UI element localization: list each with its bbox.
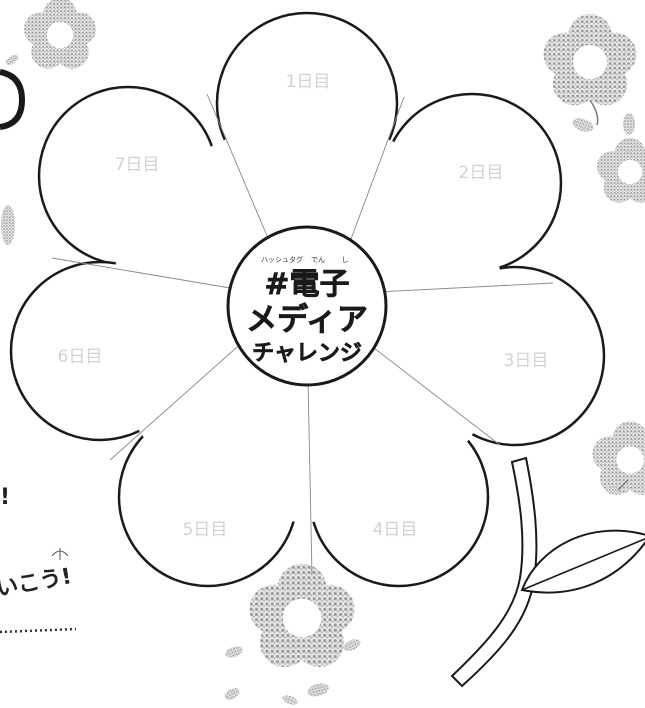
flower-icon: [5, 0, 96, 69]
petal-label-day5: 5日目: [183, 520, 228, 540]
petal-label-day7: 7日目: [115, 155, 160, 175]
center-title-line3: チャレンジ: [252, 341, 362, 366]
petal-label-day4: 4日目: [373, 520, 418, 540]
center-title-line1: #電子: [264, 267, 349, 302]
leaf-icon: [1, 205, 240, 700]
exclaim-text: !: [0, 485, 10, 510]
flower-icon: [225, 563, 361, 705]
flower-icon: [597, 137, 645, 203]
petal-label-day6: 6日目: [58, 347, 103, 367]
petal-label-day1: 1日目: [286, 72, 331, 92]
ikou-text: いこう!: [0, 564, 74, 602]
ruby-hashtag: ハッシュタグ: [261, 255, 303, 264]
ruby-shi: し: [342, 256, 349, 264]
petal-dividers: [51, 93, 554, 576]
petal-label-day2: 2日目: [459, 163, 504, 183]
speech-bubble-fragment: [0, 69, 26, 130]
petal-label-day3: 3日目: [504, 351, 549, 371]
leaf: [520, 529, 645, 594]
center-badge: ハッシュタグ でん し #電子 メディア チャレンジ: [226, 225, 388, 387]
flower-icon: [543, 13, 637, 135]
ruby-den: でん: [311, 256, 325, 264]
dotted-line: [0, 627, 77, 634]
center-title-line2: メディア: [246, 302, 368, 338]
small-leaf-icon: [51, 548, 69, 560]
flower-icon: [592, 421, 645, 495]
stem: [450, 456, 538, 688]
